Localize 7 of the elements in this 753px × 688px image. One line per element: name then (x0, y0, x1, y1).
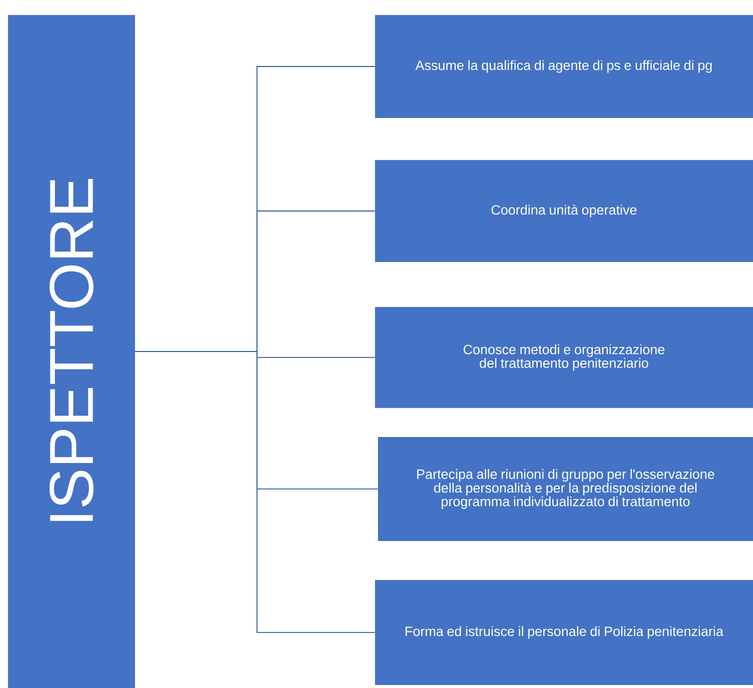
role-box: Coordina unità operative (375, 160, 753, 262)
role-box: Assume la qualifica di agente di ps e ufficiale di pg (375, 15, 753, 118)
connector (134, 351, 376, 633)
role-box: Forma ed istruisce il personale di Polizia penitenziaria (375, 580, 753, 685)
role-box: Conosce metodi e organizzazione del trattamento penitenziario (375, 306, 753, 408)
role-box: Partecipa alle riunioni di gruppo per l'osservazione della personalità e per la predisposizione del programma individualizzato di trattamento (378, 436, 753, 541)
title-bar: ISPETTORE (8, 15, 135, 688)
